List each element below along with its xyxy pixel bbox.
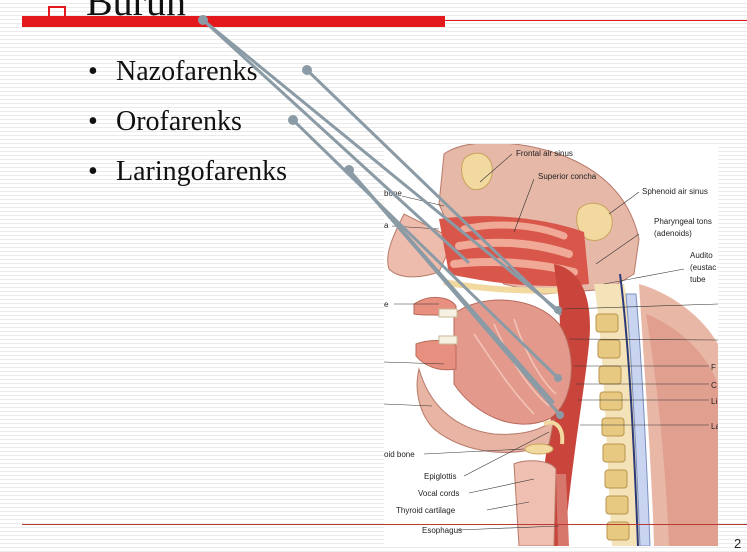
label-auditory-3: tube [690,275,706,284]
label-vocal-cords: Vocal cords [418,489,459,498]
label-superior-concha: Superior concha [538,172,597,181]
label-epiglottis: Epiglottis [424,472,456,481]
anatomy-illustration: Frontal air sinus Superior concha Spheno… [384,144,718,546]
hollow-square-icon [48,6,66,24]
bullet-dot-icon: • [88,55,116,89]
slide-heading: Burun [86,0,186,26]
label-thyroid-cartilage: Thyroid cartilage [396,506,456,515]
bullet-label: Laringofarenks [116,156,287,187]
label-auditory-1: Audito [690,251,713,260]
lower-lip [416,340,456,369]
label-right-2: C [711,381,717,390]
bullet-label: Nazofarenks [116,56,257,87]
bullet-laringofarenks: •Laringofarenks [88,155,287,189]
bottom-divider [22,524,747,525]
label-right-3: Li [711,397,717,406]
circle-dot-icon [288,115,298,125]
lower-teeth [439,336,457,344]
upper-teeth [439,309,457,317]
frontal-sinus [462,153,493,189]
label-e: e [384,300,389,309]
label-a: a [384,221,389,230]
circle-dot-icon [344,165,354,175]
label-hyoid-bone: oid bone [384,450,415,459]
bullet-nazofarenks: •Nazofarenks [88,55,257,89]
label-right-1: F [711,363,716,372]
bullet-orofarenks: •Orofarenks [88,105,242,139]
anatomy-figure: Frontal air sinus Superior concha Spheno… [384,144,718,546]
bullet-dot-icon: • [88,155,116,189]
label-adenoids: (adenoids) [654,229,692,238]
label-frontal-air-sinus: Frontal air sinus [516,149,573,158]
hyoid-bone [525,444,553,454]
label-auditory-2: (eustac [690,263,716,272]
label-sphenoid-air-sinus: Sphenoid air sinus [642,187,708,196]
label-pharyngeal-tonsil: Pharyngeal tons [654,217,712,226]
label-right-4: La [711,422,718,431]
bullet-label: Orofarenks [116,106,242,137]
circle-dot-icon [302,65,312,75]
bullet-dot-icon: • [88,105,116,139]
label-esophagus: Esophagus [422,526,462,535]
label-bone: bone [384,189,402,198]
top-accent-line [445,20,747,21]
page-number: 2 [734,536,741,551]
